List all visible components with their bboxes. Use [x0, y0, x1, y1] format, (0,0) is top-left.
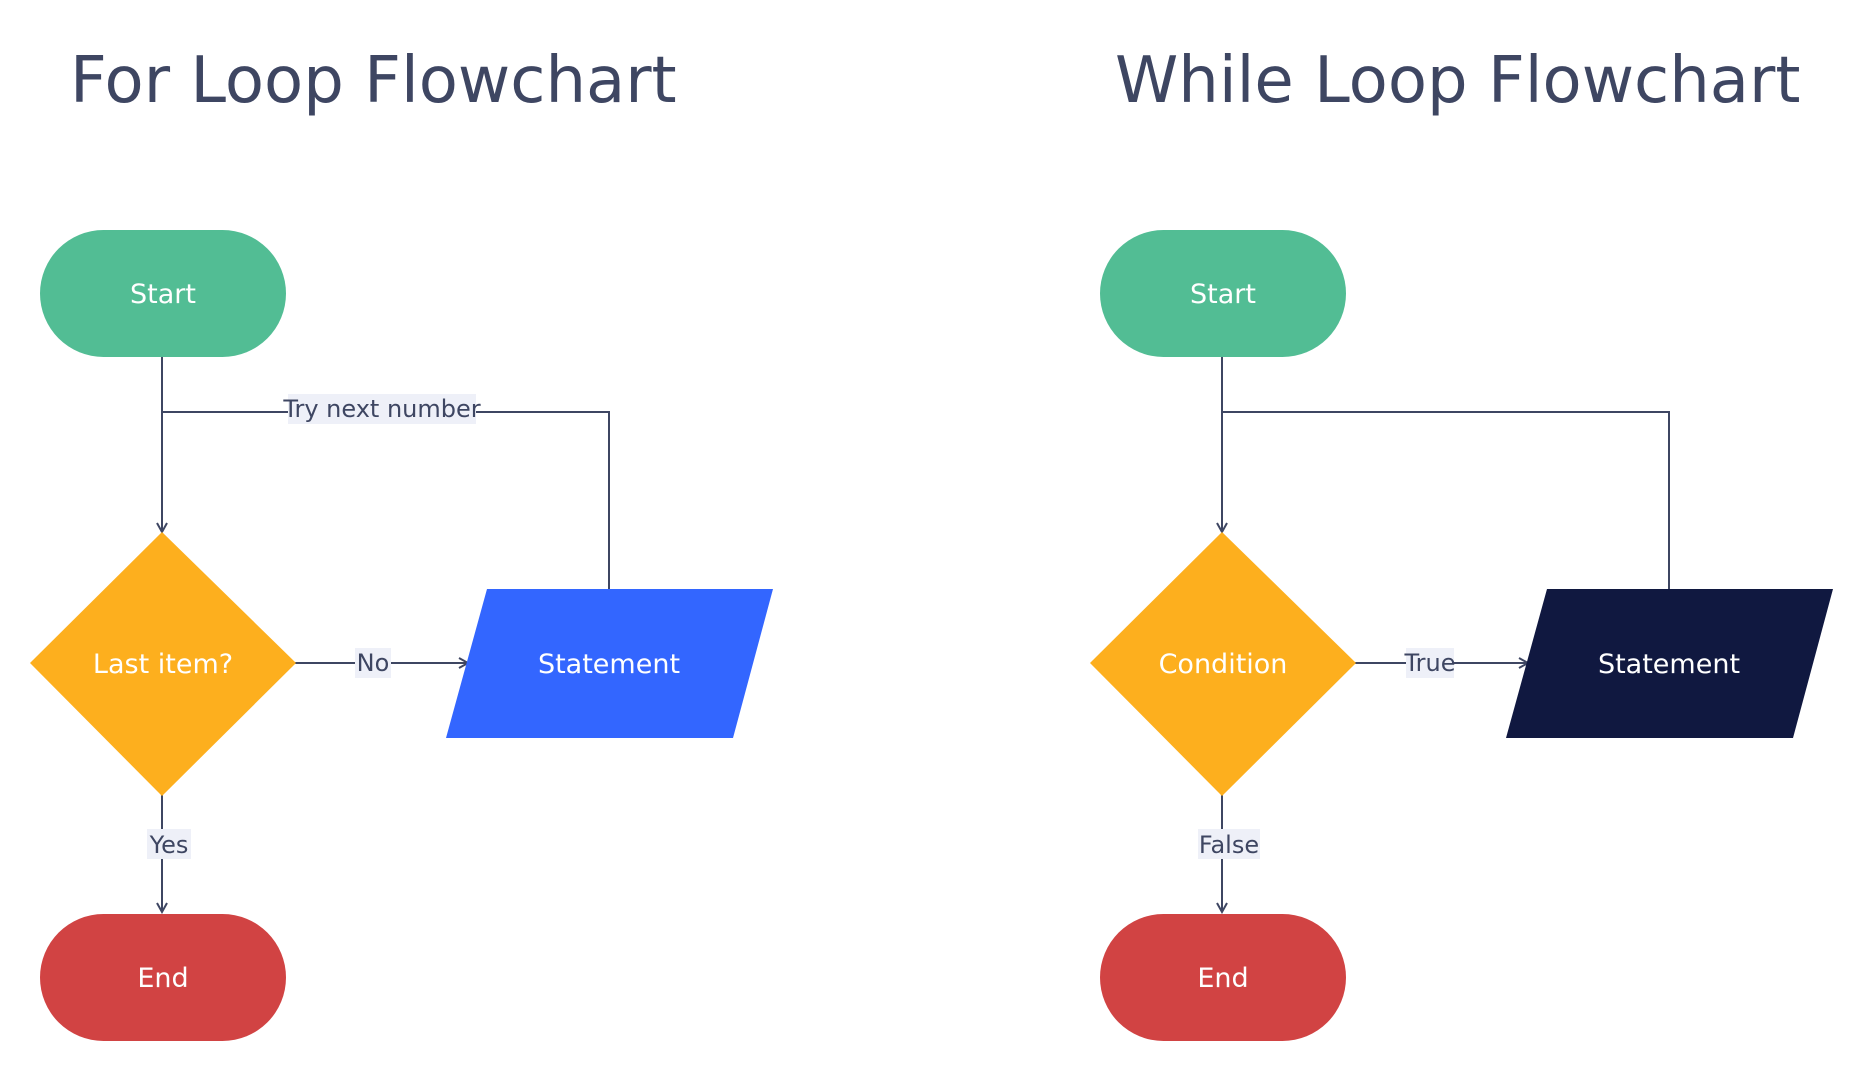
- while-true-label-bg: [1406, 648, 1454, 678]
- for-loop-back-connector: [162, 411, 610, 589]
- while-statement-node: Statement: [1506, 589, 1833, 738]
- for-yes-label-bg: [147, 829, 191, 859]
- while-end-node: End: [1100, 914, 1346, 1041]
- while-start-shape: [1100, 230, 1346, 357]
- while-statement-shape: [1506, 589, 1833, 738]
- for-statement-shape: [446, 589, 773, 738]
- for-start-label: Start: [130, 279, 196, 310]
- while-condition-shape: [1090, 532, 1356, 796]
- for-loop-title: For Loop Flowchart: [70, 44, 677, 118]
- while-statement-label: Statement: [1598, 649, 1740, 680]
- while-loop-title: While Loop Flowchart: [1115, 44, 1800, 118]
- while-condition-label: Condition: [1159, 649, 1288, 680]
- for-loop-edge-label: Try next number: [282, 395, 480, 423]
- for-end-label: End: [137, 963, 188, 994]
- for-start-shape: [40, 230, 286, 357]
- for-decision-node: Last item?: [30, 532, 296, 796]
- while-true-label: True: [1404, 649, 1456, 677]
- for-start-node: Start: [40, 230, 286, 357]
- for-statement-label: Statement: [538, 649, 680, 680]
- for-loop-flowchart: For Loop Flowchart Try next number No Ye…: [30, 44, 773, 1041]
- while-start-label: Start: [1190, 279, 1256, 310]
- while-start-node: Start: [1100, 230, 1346, 357]
- for-no-label-bg: [355, 648, 391, 678]
- while-end-label: End: [1197, 963, 1248, 994]
- while-false-label-bg: [1198, 829, 1260, 859]
- while-loop-back-connector: [1222, 411, 1670, 589]
- for-loop-edge-label-bg: [288, 394, 476, 424]
- for-decision-shape: [30, 532, 296, 796]
- while-false-label: False: [1199, 831, 1259, 859]
- for-yes-label: Yes: [149, 831, 189, 859]
- for-no-label: No: [357, 649, 390, 677]
- for-end-shape: [40, 914, 286, 1041]
- for-statement-node: Statement: [446, 589, 773, 738]
- while-loop-flowchart: While Loop Flowchart True False Start Co…: [1090, 44, 1833, 1041]
- for-decision-label: Last item?: [93, 649, 233, 680]
- while-condition-node: Condition: [1090, 532, 1356, 796]
- while-end-shape: [1100, 914, 1346, 1041]
- for-end-node: End: [40, 914, 286, 1041]
